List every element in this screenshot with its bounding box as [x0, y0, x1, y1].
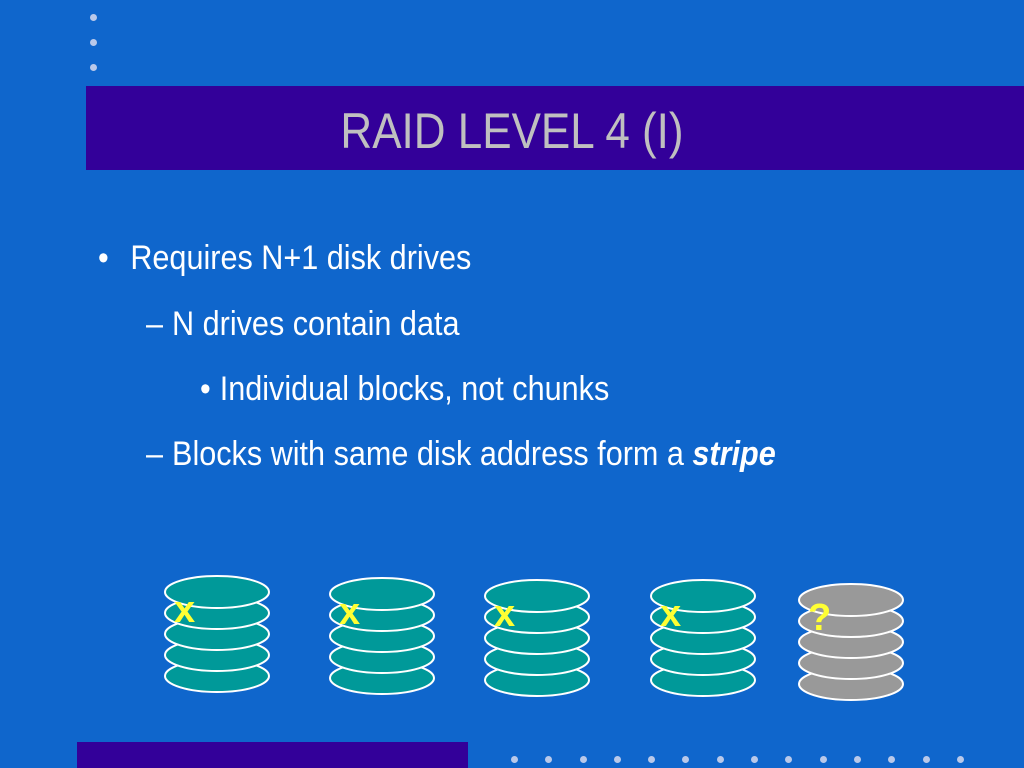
decorative-dot	[511, 756, 518, 763]
data-disk: x	[329, 577, 435, 695]
decorative-dot	[923, 756, 930, 763]
decorative-dot	[90, 64, 97, 71]
decorative-dot	[785, 756, 792, 763]
bullet-text: Requires N+1 disk drives	[130, 239, 472, 277]
parity-disk: ?	[798, 583, 904, 701]
bullet-level2: –Blocks with same disk address form a st…	[146, 434, 776, 474]
decorative-dot	[682, 756, 689, 763]
bullet-text: N drives contain data	[172, 305, 460, 343]
decorative-dot	[854, 756, 861, 763]
bullet-level1: • Requires N+1 disk drives	[98, 238, 471, 278]
bullet-text: Individual blocks, not chunks	[219, 370, 610, 408]
bullet-marker: •	[98, 239, 109, 277]
bullet-marker: –	[146, 435, 164, 473]
bullet-marker: –	[146, 305, 164, 343]
data-disk: x	[164, 575, 270, 693]
decorative-dot	[90, 39, 97, 46]
slide-title: RAID LEVEL 4 (I)	[340, 103, 684, 159]
bullet-level2: –N drives contain data	[146, 304, 459, 344]
disk-platter	[164, 575, 270, 609]
decorative-dot	[751, 756, 758, 763]
disk-platter	[329, 577, 435, 611]
disk-label: x	[174, 589, 195, 631]
decorative-dot	[90, 14, 97, 21]
decorative-dot	[545, 756, 552, 763]
disk-platter	[650, 579, 756, 613]
disk-label: x	[660, 593, 681, 635]
bullet-marker: •	[200, 370, 211, 408]
data-disk: x	[484, 579, 590, 697]
bottom-bar	[77, 742, 468, 768]
decorative-dot	[580, 756, 587, 763]
bullet-level3: •Individual blocks, not chunks	[200, 369, 609, 409]
disk-platter	[484, 579, 590, 613]
decorative-dot	[888, 756, 895, 763]
decorative-dot	[648, 756, 655, 763]
emphasis-text: stripe	[692, 435, 776, 473]
disk-label: x	[339, 591, 360, 633]
decorative-dot	[614, 756, 621, 763]
disk-label: ?	[808, 597, 831, 639]
disk-platter	[798, 583, 904, 617]
bullet-text: Blocks with same disk address form a	[172, 435, 693, 473]
data-disk: x	[650, 579, 756, 697]
decorative-dot	[717, 756, 724, 763]
decorative-dot	[820, 756, 827, 763]
decorative-dot	[957, 756, 964, 763]
disk-label: x	[494, 593, 515, 635]
title-bar	[86, 86, 1024, 170]
